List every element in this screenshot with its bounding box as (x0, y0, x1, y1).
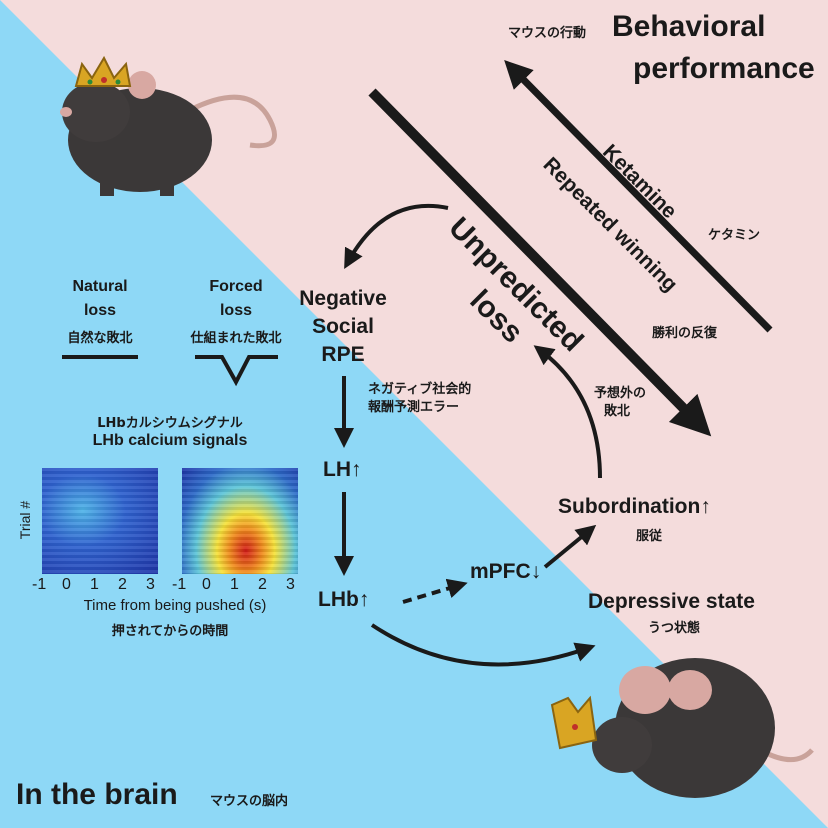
tick: 1 (90, 576, 99, 593)
tick: 1 (230, 576, 239, 593)
natural-loss-label-line2: loss (83, 302, 116, 319)
ketamine-jp-label: ケタミン (708, 228, 761, 243)
tick: 0 (202, 576, 211, 593)
fallen-crown-illustration (550, 695, 598, 750)
subordination-to-loss-arrow (533, 345, 602, 479)
header-title-line2: performance (633, 52, 815, 85)
forced-xticks: -1 0 1 2 3 (172, 576, 308, 594)
natural-xticks: -1 0 1 2 3 (32, 576, 168, 594)
lhb-label: LHb↑ (318, 588, 370, 611)
rpe-jp-line1: ネガティブ社会的 (368, 382, 472, 397)
tick: 3 (146, 576, 155, 593)
unpredicted-loss-arrow (368, 88, 712, 437)
forced-loss-jp: 仕組まれた敗北 (190, 331, 282, 346)
heatmap-jp-title: LHbカルシウムシグナル (97, 416, 243, 431)
tick: -1 (32, 576, 47, 593)
tick: 0 (62, 576, 71, 593)
tick: 2 (118, 576, 127, 593)
header-title-line1: Behavioral (612, 10, 766, 43)
footer-title: In the brain (16, 778, 178, 811)
mpfc-down-arrow: ↓ (530, 560, 542, 583)
lh-label: LH↑ (323, 458, 362, 481)
repeated-winning-jp-label: 勝利の反復 (652, 326, 718, 341)
subordination-jp: 服従 (636, 529, 663, 544)
rpe-line2: Social (312, 315, 374, 338)
tick: -1 (172, 576, 187, 593)
footer-jp: マウスの脳内 (210, 794, 289, 809)
natural-loss-label-line1: Natural (72, 278, 128, 295)
unexpected-defeat-jp-line1: 予想外の (594, 386, 647, 401)
tick: 3 (286, 576, 295, 593)
forced-loss-label-line2: loss (219, 302, 252, 319)
heatmap-ylabel: Trial # (17, 500, 34, 540)
natural-loss-jp: 自然な敗北 (67, 331, 133, 346)
forced-loss-label-line1: Forced (209, 278, 263, 295)
heatmap-title: LHb calcium signals (92, 432, 248, 449)
ketamine-arrow (504, 60, 773, 333)
lhb-to-depression-arrow (370, 623, 596, 667)
lhb-to-mpfc-arrow (402, 578, 468, 604)
lhb-up-arrow: ↑ (358, 588, 370, 611)
forced-loss-heatmap (182, 468, 298, 574)
header-jp: マウスの行動 (508, 26, 587, 41)
lh-up-arrow: ↑ (351, 458, 362, 481)
depressive-state-jp: うつ状態 (648, 621, 701, 636)
forced-loss-trace (195, 355, 278, 387)
depressive-state-label: Depressive state (588, 590, 755, 613)
tick: 2 (258, 576, 267, 593)
subordination-label: Subordination↑ (558, 495, 711, 518)
loser-mouse-illustration (592, 658, 814, 798)
rpe-line1: Negative (299, 287, 387, 310)
natural-loss-heatmap (42, 468, 158, 574)
heatmap-xlabel-jp: 押されてからの時間 (111, 624, 229, 639)
unexpected-defeat-jp-line2: 敗北 (604, 404, 631, 419)
heatmap-xlabel: Time from being pushed (s) (83, 597, 267, 614)
mpfc-label: mPFC↓ (470, 560, 542, 583)
winner-mouse-illustration (60, 55, 277, 196)
rpe-jp-line2: 報酬予測エラー (368, 400, 460, 415)
rpe-line3: RPE (321, 343, 365, 366)
subordination-up-arrow: ↑ (700, 495, 711, 518)
unpredicted-loss-to-rpe-arrow (344, 203, 449, 270)
mpfc-to-subordination-arrow (543, 524, 597, 569)
